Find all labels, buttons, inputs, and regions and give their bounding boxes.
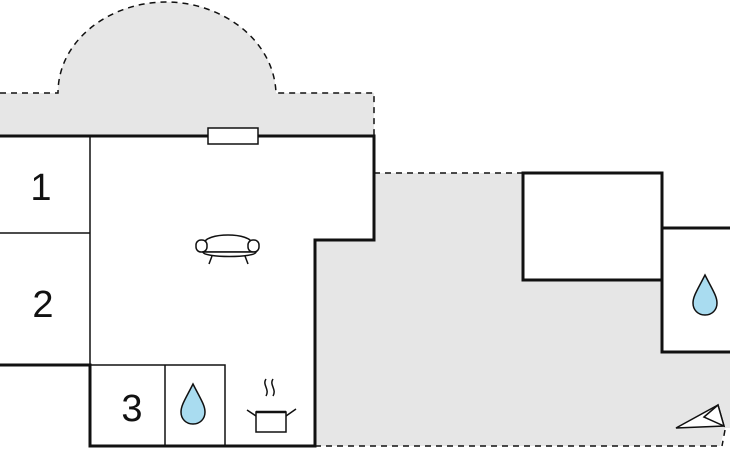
cooking-pot-icon — [246, 378, 297, 433]
water-drop-icon — [692, 273, 718, 316]
terrace-right — [315, 172, 730, 447]
terrace-top — [0, 1, 375, 136]
sofa-icon — [195, 234, 260, 265]
main-room-floor — [90, 136, 374, 446]
room-label-3: 3 — [121, 388, 142, 430]
room-label-2: 2 — [32, 284, 53, 326]
north-arrow-icon — [675, 403, 726, 429]
window — [207, 127, 259, 145]
right-room-floor — [523, 173, 662, 280]
water-drop-icon — [180, 382, 206, 425]
left-room-floor — [0, 136, 90, 365]
room-label-1: 1 — [30, 167, 51, 209]
right-bath-floor — [662, 228, 730, 352]
walls — [0, 134, 730, 448]
